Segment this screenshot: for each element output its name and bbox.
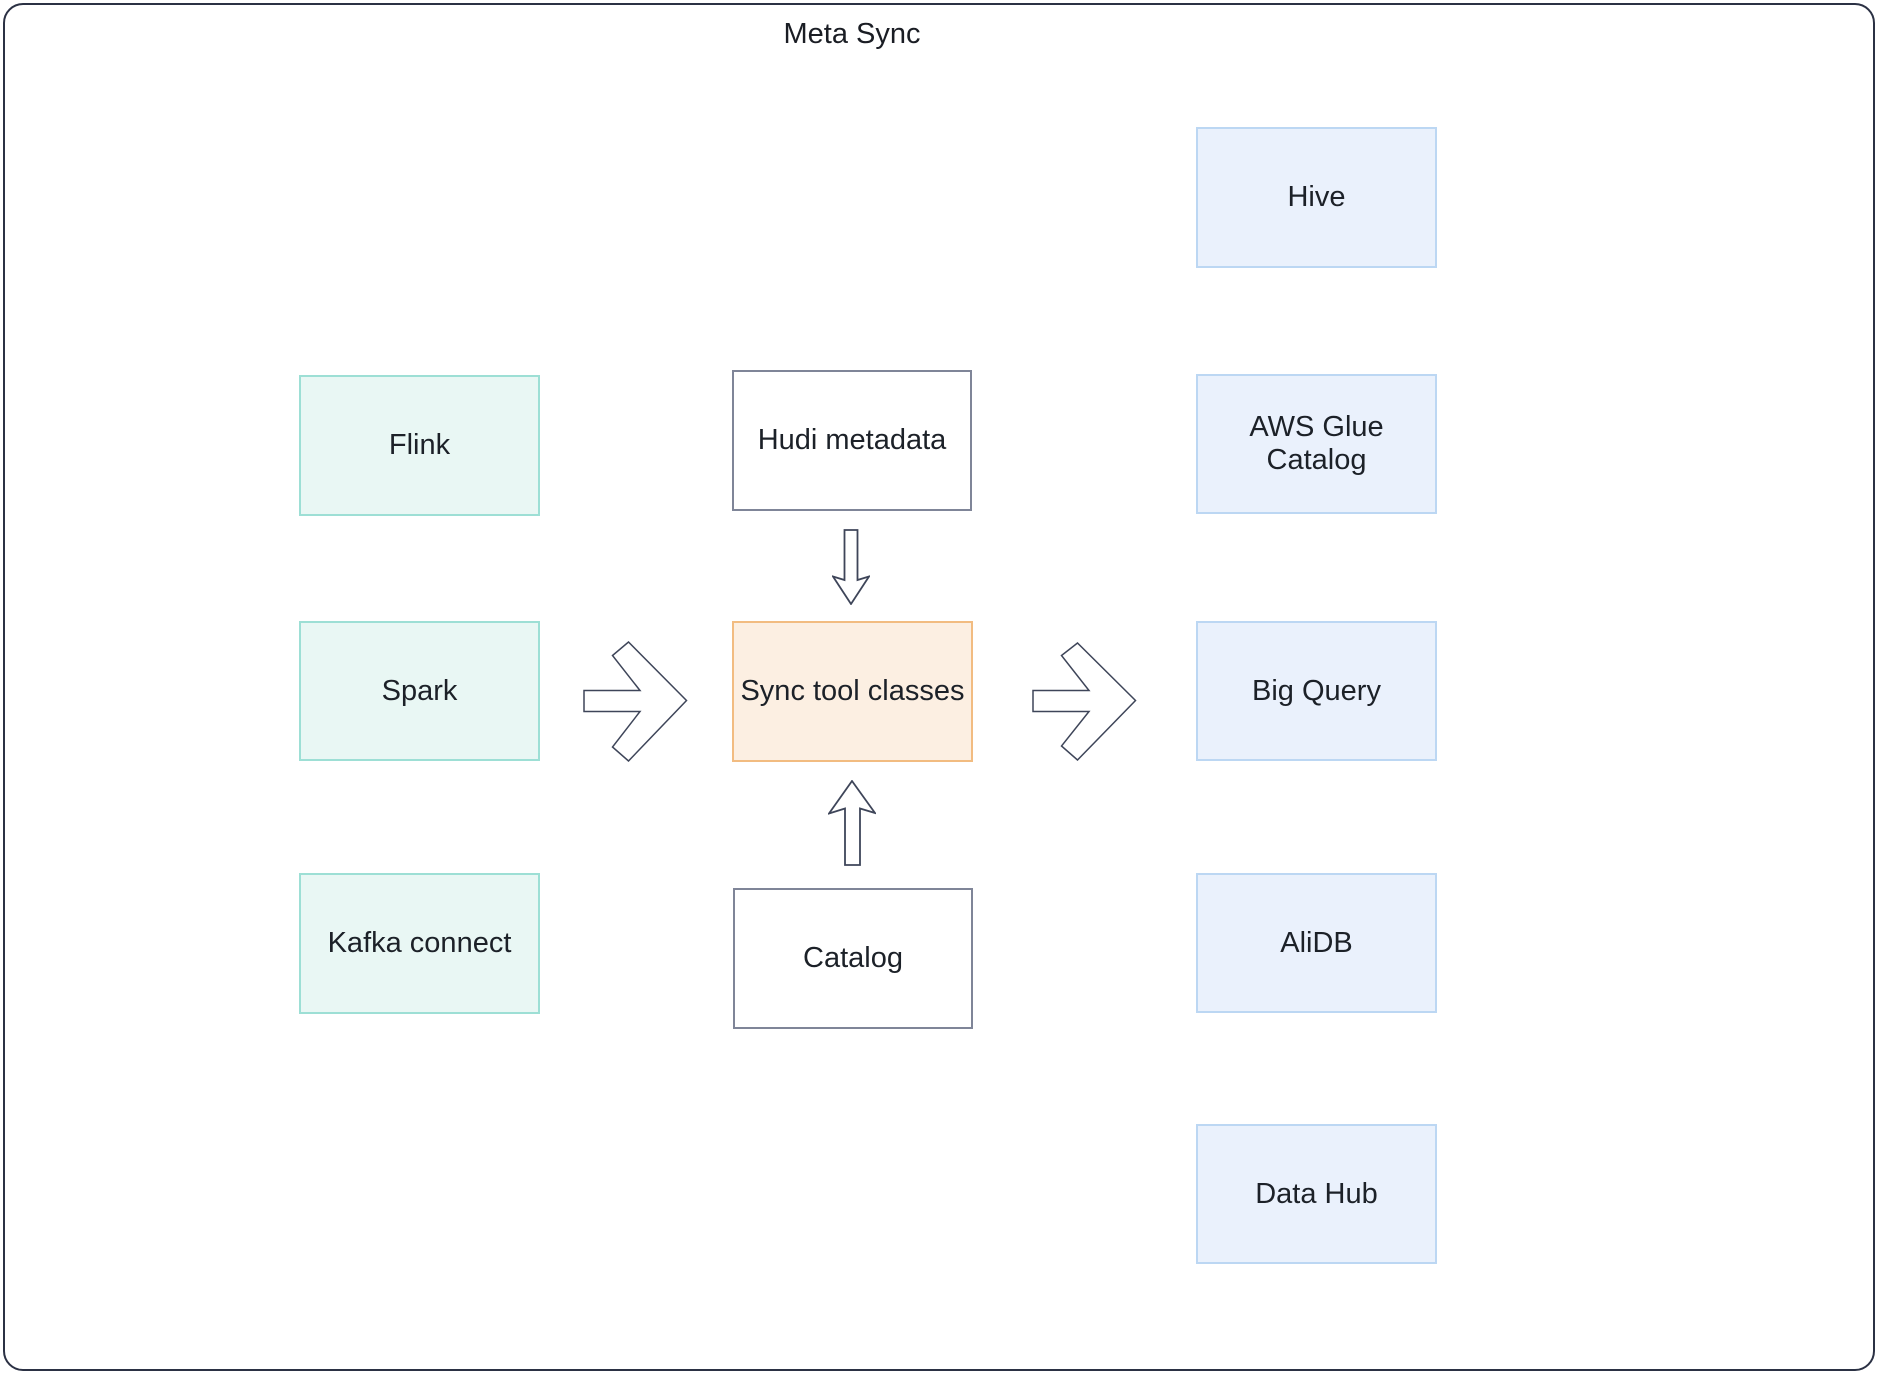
chevron-right-arrow-icon <box>1032 642 1137 761</box>
up-arrow-icon <box>828 780 876 866</box>
node-data-hub-label: Data Hub <box>1255 1177 1378 1210</box>
node-sync-tool-classes-label: Sync tool classes <box>740 675 965 707</box>
node-sync-tool-classes: Sync tool classes <box>732 621 973 762</box>
node-big-query: Big Query <box>1196 621 1437 761</box>
node-spark: Spark <box>299 621 540 761</box>
node-hive: Hive <box>1196 127 1437 268</box>
node-big-query-label: Big Query <box>1252 674 1381 707</box>
node-alidb: AliDB <box>1196 873 1437 1013</box>
chevron-right-arrow-icon <box>583 641 688 762</box>
node-kafka-connect-label: Kafka connect <box>327 927 512 959</box>
node-spark-label: Spark <box>381 674 458 707</box>
node-data-hub: Data Hub <box>1196 1124 1437 1264</box>
node-aws-glue-catalog: AWS Glue Catalog <box>1196 374 1437 514</box>
diagram-title: Meta Sync <box>783 18 921 50</box>
node-catalog: Catalog <box>733 888 973 1029</box>
node-kafka-connect: Kafka connect <box>299 873 540 1014</box>
node-hudi-metadata: Hudi metadata <box>732 370 972 511</box>
node-hudi-metadata-label: Hudi metadata <box>757 424 947 456</box>
node-hive-label: Hive <box>1287 181 1346 213</box>
node-flink-label: Flink <box>388 429 451 461</box>
diagram-canvas: Meta Sync Flink Spark Kafka connect Hudi… <box>3 3 1875 1371</box>
node-catalog-label: Catalog <box>803 942 903 974</box>
node-alidb-label: AliDB <box>1280 926 1353 959</box>
down-arrow-icon <box>832 529 870 605</box>
node-aws-glue-catalog-label: AWS Glue Catalog <box>1249 411 1384 476</box>
node-flink: Flink <box>299 375 540 516</box>
